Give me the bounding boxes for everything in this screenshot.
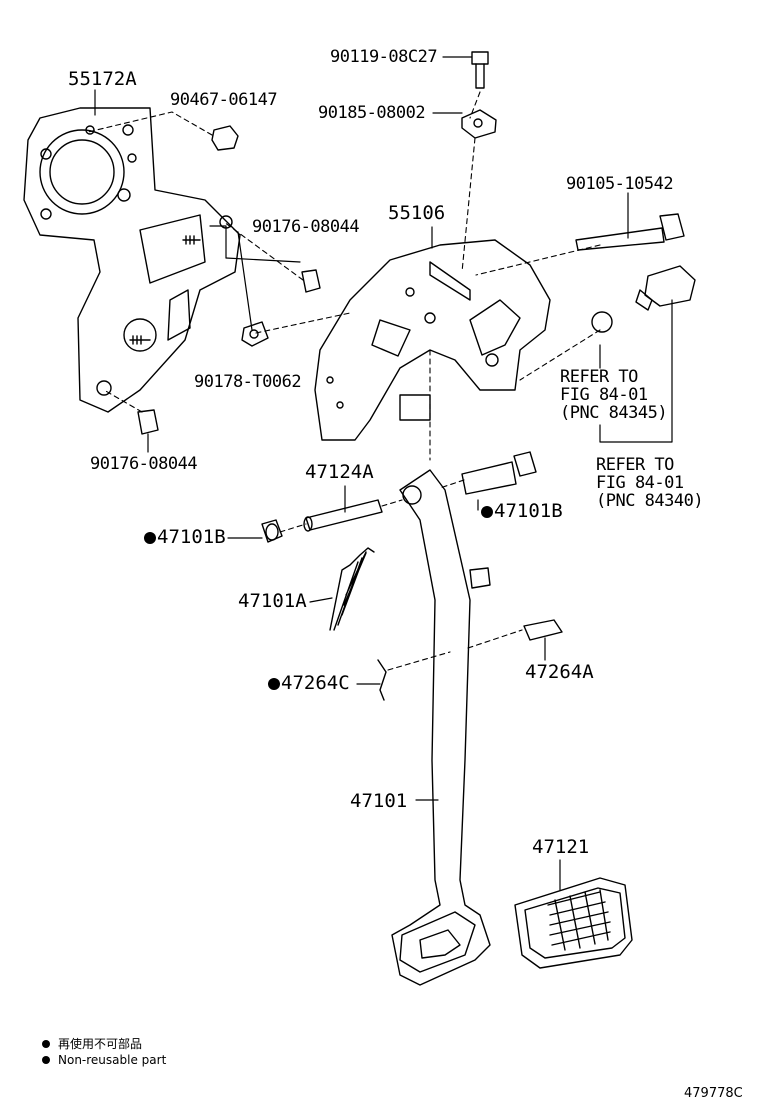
pedal-pad-47121 [514, 877, 633, 969]
non-reusable-dot-icon [42, 1056, 50, 1064]
bolt-90119 [471, 51, 489, 89]
nut-90467 [211, 125, 239, 151]
label-90467-06147: 90467-06147 [170, 90, 278, 110]
leader-lines [94, 56, 673, 891]
pedal-lever-47101 [391, 469, 491, 986]
pin-47264A [523, 619, 563, 641]
label-90105-10542: 90105-10542 [566, 174, 674, 194]
bracket-55172A [23, 107, 241, 413]
figure-id: 479778C [684, 1086, 743, 1101]
legend: 再使用不可部品 Non-reusable part [42, 1036, 166, 1068]
legend-row-en: Non-reusable part [42, 1052, 166, 1068]
label-90119-08C27: 90119-08C27 [330, 47, 438, 67]
spring-47101A [329, 547, 375, 631]
legend-row-jp: 再使用不可部品 [42, 1036, 166, 1052]
label-90178-T0062: 90178-T0062 [194, 372, 302, 392]
switch-connector [591, 265, 696, 333]
reference-note-84345: REFER TO FIG 84-01 (PNC 84345) [560, 367, 668, 423]
collar-47101B-left [261, 519, 283, 543]
label-55172A: 55172A [68, 68, 137, 90]
label-90185-08002: 90185-08002 [318, 103, 426, 123]
bolt-90105 [575, 213, 685, 251]
label-47124A: 47124A [305, 461, 374, 483]
non-reusable-dot-icon [268, 678, 280, 690]
collar-47101B-right [461, 451, 537, 495]
label-47264A: 47264A [525, 661, 594, 683]
non-reusable-dot-icon [42, 1040, 50, 1048]
nut-90176-upper [301, 269, 321, 293]
clip-47264C [377, 659, 387, 701]
label-90176-08044-upper: 90176-08044 [252, 217, 360, 237]
nut-90178 [241, 321, 269, 347]
non-reusable-dot-icon [144, 532, 156, 544]
label-55106: 55106 [388, 202, 446, 224]
non-reusable-dot-icon [481, 506, 493, 518]
label-47101: 47101 [350, 790, 408, 812]
nut-90185 [461, 109, 497, 139]
label-90176-08044-lower: 90176-08044 [90, 454, 198, 474]
reference-note-84340: REFER TO FIG 84-01 (PNC 84340) [596, 455, 704, 511]
bracket-55106 [314, 239, 551, 441]
assembly-lines [87, 91, 601, 671]
label-47101B-left: 47101B [144, 528, 226, 547]
label-47264C: 47264C [268, 674, 350, 693]
label-47101B-right: 47101B [481, 502, 563, 521]
label-47121: 47121 [532, 836, 590, 858]
nut-90176-lower [137, 409, 159, 435]
label-47101A: 47101A [238, 590, 307, 612]
sleeve-47124A [303, 499, 383, 532]
